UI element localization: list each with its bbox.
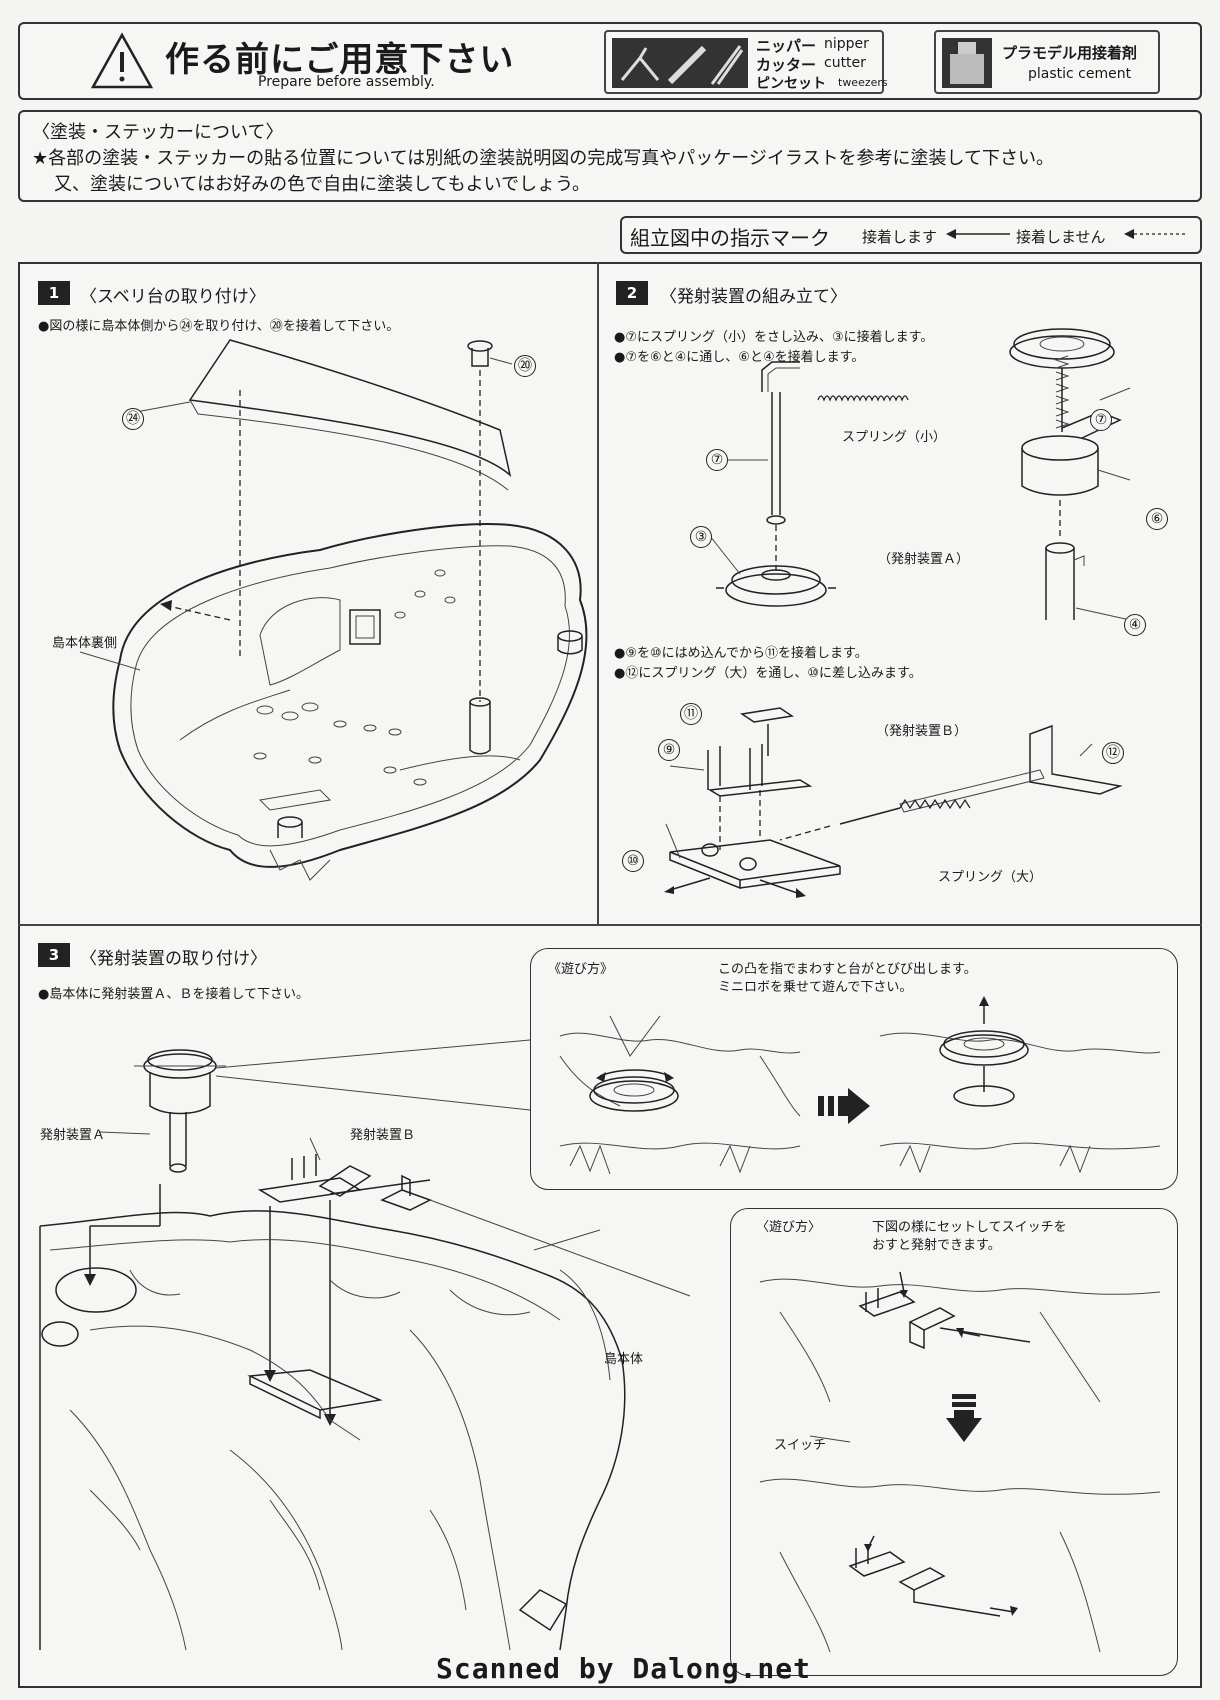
- part-12-callout: ⑫: [1102, 742, 1124, 764]
- tool-tweezers-jp: ピンセット: [756, 76, 826, 92]
- label-spring-small: スプリング（小）: [842, 430, 947, 445]
- label-switch: スイッチ: [774, 1438, 827, 1453]
- notice-line-2: 又、塗装についてはお好みの色で自由に塗装してもよいでしょう。: [54, 174, 591, 195]
- play-2-diagram: [759, 1271, 1161, 1653]
- cement-en: plastic cement: [1028, 66, 1132, 82]
- label-launcher-a-step3: 発射装置Ａ: [40, 1128, 106, 1143]
- part-20-callout: ⑳: [514, 355, 536, 377]
- page-subtitle: Prepare before assembly.: [258, 74, 435, 90]
- step-3-instruction: ●島本体に発射装置Ａ、Ｂを接着して下さい。: [38, 987, 309, 1002]
- glue-arrow-icon: [946, 229, 1010, 239]
- tools-box: ニッパー nipper カッター cutter ピンセット tweezers: [604, 30, 888, 94]
- label-launcher-b: （発射装置Ｂ）: [876, 724, 968, 739]
- play-1-text-1: この凸を指でまわすと台がとびび出します。: [718, 962, 977, 977]
- scan-credit: Scanned by Dalong.net: [436, 1652, 812, 1685]
- play-2-text-1: 下図の様にセットしてスイッチを: [872, 1220, 1067, 1235]
- step-2-instruction-3: ●⑨を⑩にはめ込んでから⑪を接着します。: [614, 646, 868, 661]
- part-7-callout-b: ⑦: [1090, 409, 1112, 431]
- step-1-title: 〈スベリ台の取り付け〉: [80, 287, 266, 307]
- part-9-callout: ⑨: [658, 739, 680, 761]
- part-10-callout: ⑩: [622, 850, 644, 872]
- label-spring-large: スプリング（大）: [938, 870, 1043, 885]
- label-launcher-a: （発射装置Ａ）: [878, 552, 970, 567]
- tool-cutter-en: cutter: [824, 55, 866, 71]
- step-1-number: 1: [38, 281, 70, 305]
- play-2-title: 〈遊び方〉: [756, 1220, 822, 1235]
- notice-box: [18, 110, 1202, 202]
- play-1-text-2: ミニロボを乗せて遊んで下さい。: [718, 980, 913, 995]
- step-3-diagram: [39, 1039, 691, 1651]
- tool-cutter-jp: カッター: [756, 56, 817, 74]
- divider-horizontal: [18, 924, 1202, 926]
- cement-bottle-icon: [942, 38, 992, 88]
- nipper-icon: [620, 47, 660, 81]
- tool-tweezers-en: tweezers: [838, 76, 888, 89]
- page-title: 作る前にご用意下さい: [165, 40, 515, 80]
- part-6-callout: ⑥: [1146, 508, 1168, 530]
- label-island: 島本体: [604, 1352, 644, 1367]
- play-1-title: 《遊び方》: [548, 962, 614, 977]
- tool-nipper-en: nipper: [824, 36, 869, 52]
- divider-vertical: [597, 262, 599, 924]
- step-2-instruction-2: ●⑦を⑥と④に通し、⑥と④を接着します。: [614, 350, 865, 365]
- notice-title: 〈塗装・ステッカーについて〉: [32, 122, 284, 143]
- part-3-callout: ③: [690, 526, 712, 548]
- legend-box: [620, 216, 1202, 254]
- legend-glue: 接着します: [862, 228, 938, 246]
- step-2-launcher-b-diagram: [664, 707, 1123, 898]
- tools-image: [612, 38, 748, 88]
- cement-box: プラモデル用接着剤 plastic cement: [934, 30, 1160, 94]
- no-glue-arrow-icon: [1124, 229, 1188, 239]
- notice-line-1: ★各部の塗装・ステッカーの貼る位置については別紙の塗装説明図の完成写真やパッケー…: [32, 148, 1054, 169]
- cutter-icon: [667, 45, 707, 85]
- step-2-title: 〈発射装置の組み立て〉: [660, 287, 847, 307]
- part-24-callout: ㉔: [122, 408, 144, 430]
- step-2-launcher-a-diagram: [709, 328, 1131, 621]
- play-1-diagram: [559, 996, 1161, 1175]
- warning-triangle-icon: [90, 32, 154, 89]
- play-2-text-2: おすと発射できます。: [872, 1238, 1001, 1253]
- legend-title: 組立図中の指示マーク: [630, 226, 830, 250]
- tool-nipper-jp: ニッパー: [756, 37, 817, 55]
- cement-jp: プラモデル用接着剤: [1002, 44, 1138, 62]
- part-11-callout: ⑪: [680, 703, 702, 725]
- step-2-instruction-4: ●⑫にスプリング（大）を通し、⑩に差し込みます。: [614, 666, 922, 681]
- step-2-instruction-1: ●⑦にスプリング（小）をさし込み、③に接着します。: [614, 330, 934, 345]
- play-panel-1: [530, 948, 1178, 1190]
- tweezers-icon: [710, 45, 744, 85]
- part-7-callout-a: ⑦: [706, 449, 728, 471]
- step-2-number: 2: [616, 281, 648, 305]
- legend-no-glue: 接着しません: [1016, 228, 1106, 246]
- label-launcher-b-step3: 発射装置Ｂ: [350, 1128, 416, 1143]
- step-3-number: 3: [38, 943, 70, 967]
- label-island-back: 島本体裏側: [52, 636, 118, 651]
- step-1-diagram: [79, 339, 588, 881]
- step-3-title: 〈発射装置の取り付け〉: [80, 949, 267, 969]
- part-4-callout: ④: [1124, 614, 1146, 636]
- step-1-instruction: ●図の様に島本体側から㉔を取り付け、⑳を接着して下さい。: [38, 319, 400, 334]
